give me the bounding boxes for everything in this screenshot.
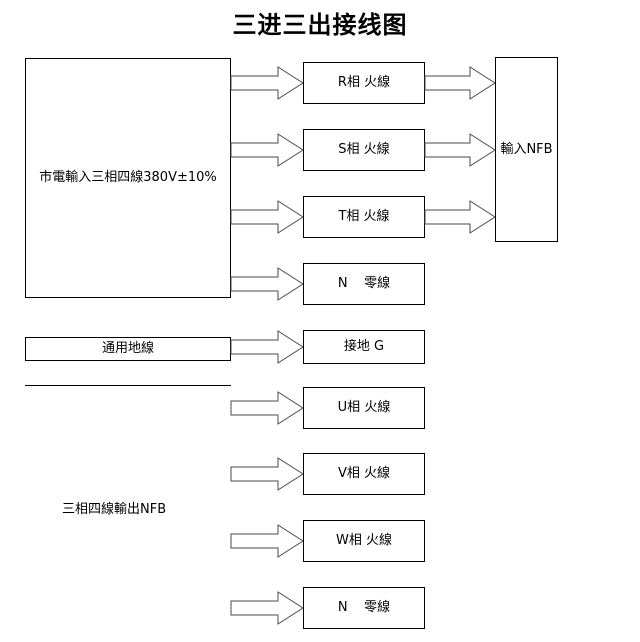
input-nfb-label: 輸入NFB [500,141,553,157]
line-box-u-label: U相 火線 [337,400,391,416]
arrow-source-to-n [230,267,304,301]
arrow-output-to-neutral [230,591,304,625]
arrow-ground-to-earth [230,330,304,364]
line-box-w-label: W相 火線 [336,533,392,549]
line-box-t: T相 火線 [303,196,425,238]
line-box-r-label: R相 火線 [337,75,391,91]
line-box-u: U相 火線 [303,387,425,429]
line-box-earth-label: 接地 G [343,339,385,355]
arrow-s-to-input-nfb [424,133,496,167]
page-title: 三进三出接线图 [232,10,408,39]
arrow-output-to-w [230,524,304,558]
source-supply-label: 市電輸入三相四線380V±10% [39,170,217,186]
line-box-t-label: T相 火線 [338,209,390,225]
line-box-w: W相 火線 [303,520,425,562]
line-box-r: R相 火線 [303,62,425,104]
line-box-v-label: V相 火線 [337,466,391,482]
line-box-neutral-in-label: N 零線 [337,276,391,292]
source-supply-box: 市電輸入三相四線380V±10% [25,58,231,298]
arrow-output-to-v [230,457,304,491]
output-nfb-divider [25,385,231,386]
arrow-source-to-r [230,66,304,100]
line-box-neutral-in: N 零線 [303,263,425,305]
arrow-output-to-u [230,391,304,425]
line-box-neutral-out-label: N 零線 [337,600,391,616]
arrow-source-to-s [230,133,304,167]
common-ground-label: 通用地線 [101,341,154,357]
common-ground-box: 通用地線 [25,337,231,361]
line-box-s: S相 火線 [303,129,425,171]
line-box-earth: 接地 G [303,330,425,364]
arrow-t-to-input-nfb [424,200,496,234]
output-nfb-label: 三相四線輸出NFB [62,502,167,517]
arrow-r-to-input-nfb [424,66,496,100]
arrow-source-to-t [230,200,304,234]
line-box-neutral-out: N 零線 [303,587,425,629]
input-nfb-box: 輸入NFB [495,57,558,242]
line-box-v: V相 火線 [303,453,425,495]
line-box-s-label: S相 火線 [338,142,390,158]
